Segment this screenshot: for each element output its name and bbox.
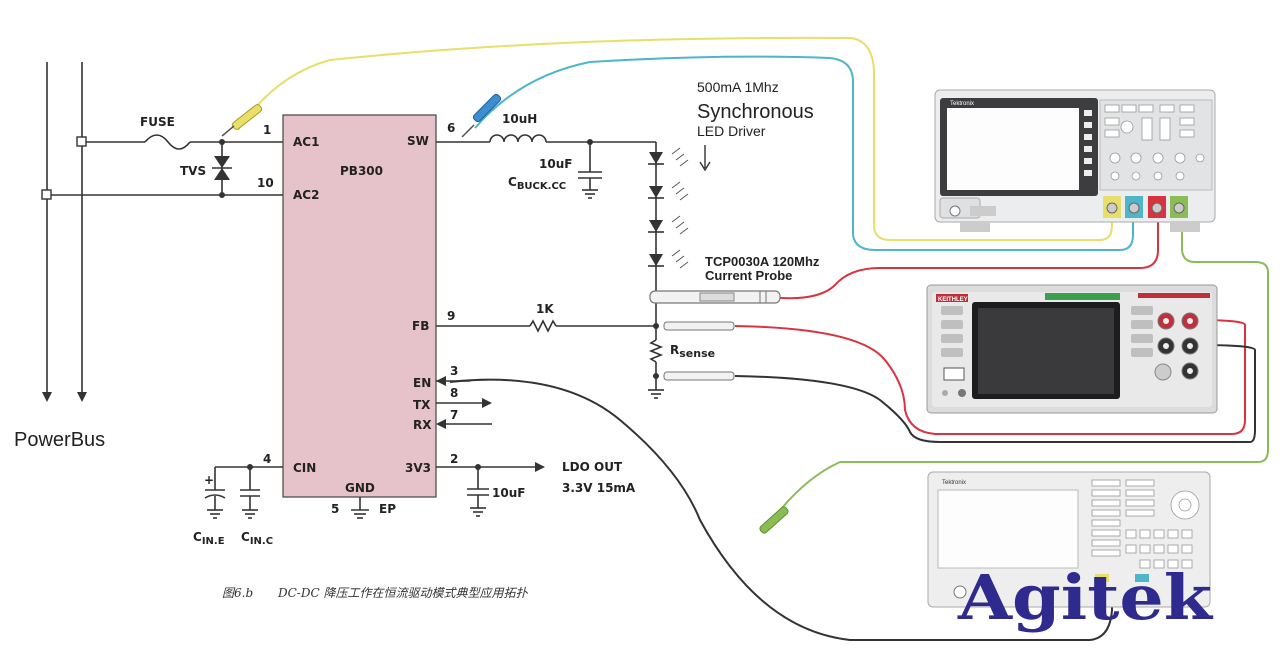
voltage-probe-icon — [221, 104, 263, 137]
caption-fig: 图6.b — [222, 586, 253, 600]
ground-icon — [351, 497, 369, 519]
capacitor-icon — [204, 489, 226, 519]
probe-line2: Current Probe — [705, 268, 792, 283]
capacitor-icon — [467, 467, 489, 517]
pin-ep-name: EP — [379, 502, 396, 516]
sw-net: 10uH 10uF CBUCK.CC — [436, 112, 656, 199]
powerbus: PowerBus — [14, 62, 105, 451]
svg-text:CBUCK.CC: CBUCK.CC — [508, 175, 566, 192]
pin-sw-num: 6 — [447, 121, 455, 135]
ac1-net: FUSE — [76, 115, 283, 150]
ldo-net: 10uF LDO OUT 3.3V 15mA — [436, 460, 636, 517]
fuse-icon — [144, 134, 191, 150]
pin-cin-name: CIN — [293, 461, 316, 475]
pin-ac2-num: 10 — [257, 176, 274, 190]
ldo-out-spec: 3.3V 15mA — [562, 481, 636, 495]
capacitor-icon — [578, 142, 602, 199]
rsense-sub: sense — [679, 347, 715, 360]
test-lead-icon — [663, 321, 735, 381]
driver-line3: LED Driver — [697, 123, 766, 139]
pin-ac1-name: AC1 — [293, 135, 319, 149]
ac2-net — [41, 189, 283, 200]
pin-rx-name: RX — [413, 418, 432, 432]
driver-line2: Synchronous — [697, 101, 814, 123]
fuse-label: FUSE — [140, 115, 175, 129]
inductor-icon — [489, 134, 547, 143]
pin-en-name: EN — [413, 376, 431, 390]
cin-c-name: C — [241, 530, 250, 544]
inductor-label: 10uH — [502, 112, 537, 126]
led-icon — [648, 215, 689, 235]
pin-3v3-num: 2 — [450, 452, 458, 466]
pin-gnd-num: 5 — [331, 502, 339, 516]
cin-e-plus: + — [204, 473, 214, 487]
voltage-probe-icon — [461, 93, 502, 138]
afg-brand: Tektronix — [942, 480, 966, 486]
r1k-label: 1K — [536, 302, 554, 316]
probe-cables — [237, 36, 1269, 641]
ldo-cap-label: 10uF — [492, 486, 525, 500]
pin-tx-name: TX — [413, 398, 431, 412]
ic-pb300: PB300 1 AC1 10 AC2 6 SW 9 FB 3 EN 8 TX 7… — [257, 114, 458, 516]
pin-ac1-num: 1 — [263, 123, 271, 137]
ic-name: PB300 — [340, 164, 383, 178]
cbuck-sub: BUCK.CC — [517, 181, 566, 192]
led-icon — [648, 181, 689, 201]
svg-text:Rsense: Rsense — [670, 343, 715, 360]
tvs-label: TVS — [180, 164, 206, 178]
driver-title: 500mA 1Mhz Synchronous LED Driver — [697, 79, 814, 139]
ldo-out-title: LDO OUT — [562, 460, 623, 474]
driver-line1: 500mA 1Mhz — [697, 79, 779, 95]
osc-brand: Tektronix — [950, 101, 974, 107]
agitek-logo: Agitek — [957, 561, 1214, 634]
cin-net: + CIN.E CIN.C — [193, 464, 283, 547]
cbuck-name: C — [508, 175, 517, 189]
multimeter-icon: KEITHLEY — [926, 284, 1218, 414]
led-icon — [648, 147, 689, 167]
dmm-brand: KEITHLEY — [938, 297, 968, 303]
cin-e-name: C — [193, 530, 202, 544]
cbuck-value: 10uF — [539, 157, 572, 171]
figure-caption: 图6.b DC-DC 降压工作在恒流驱动模式典型应用拓扑 — [222, 586, 528, 600]
capacitor-icon — [240, 489, 260, 519]
probe-line1: TCP0030A 120Mhz — [705, 254, 820, 269]
pin-3v3-name: 3V3 — [405, 461, 431, 475]
oscilloscope-icon: Tektronix — [934, 89, 1216, 232]
pin-sw-name: SW — [407, 134, 429, 148]
led-string — [648, 142, 711, 300]
resistor-icon — [529, 319, 557, 333]
led-icon — [648, 249, 689, 269]
probe-title: TCP0030A 120Mhz Current Probe — [705, 254, 820, 283]
pin-rx-num: 7 — [450, 408, 458, 422]
resistor-icon — [648, 339, 664, 363]
pin-gnd-name: GND — [345, 481, 375, 495]
pin-fb-name: FB — [412, 319, 429, 333]
rsense-name: R — [670, 343, 679, 357]
pin-tx-num: 8 — [450, 386, 458, 400]
function-generator-icon: Tektronix — [927, 471, 1211, 608]
io-arrows — [436, 376, 492, 429]
pin-ac2-name: AC2 — [293, 188, 319, 202]
fb-net: 1K Rsense — [436, 300, 715, 399]
svg-text:CIN.E: CIN.E — [193, 530, 225, 547]
cin-c-sub: IN.C — [250, 536, 273, 547]
caption-text: DC-DC 降压工作在恒流驱动模式典型应用拓扑 — [277, 586, 528, 600]
voltage-probe-icon — [759, 506, 789, 534]
powerbus-label: PowerBus — [14, 429, 105, 451]
tvs-diode-icon: TVS — [180, 139, 232, 198]
pin-cin-num: 4 — [263, 452, 271, 466]
pin-fb-num: 9 — [447, 309, 455, 323]
current-probe-icon — [649, 290, 781, 304]
pin-en-num: 3 — [450, 364, 458, 378]
cin-e-sub: IN.E — [202, 536, 225, 547]
svg-text:CIN.C: CIN.C — [241, 530, 273, 547]
